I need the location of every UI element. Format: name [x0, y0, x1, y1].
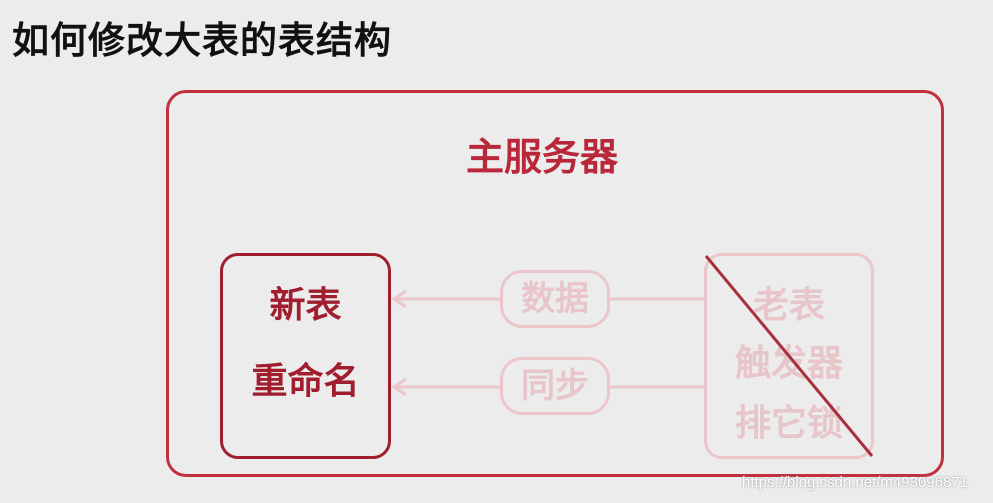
watermark: https://blog.csdn.net/m493096871: [742, 474, 968, 491]
page-title: 如何修改大表的表结构: [12, 19, 392, 62]
exclusive-lock-label: 排它锁: [734, 403, 843, 444]
main-server-label: 主服务器: [465, 135, 618, 179]
old-table-box: [704, 253, 874, 459]
new-table-label: 新表: [269, 285, 342, 326]
sync-flow-arrowhead: [391, 377, 407, 397]
data-flow-arrowhead: [391, 289, 407, 309]
strike-line: [704, 255, 874, 457]
main-server-box: [166, 90, 944, 477]
data-flow-label: 数据: [500, 270, 610, 328]
old-table-label: 老表: [752, 285, 825, 326]
new-table-box: [220, 253, 391, 459]
sync-flow-label: 同步: [500, 357, 610, 415]
rename-label: 重命名: [251, 361, 360, 402]
trigger-label: 触发器: [734, 343, 843, 384]
